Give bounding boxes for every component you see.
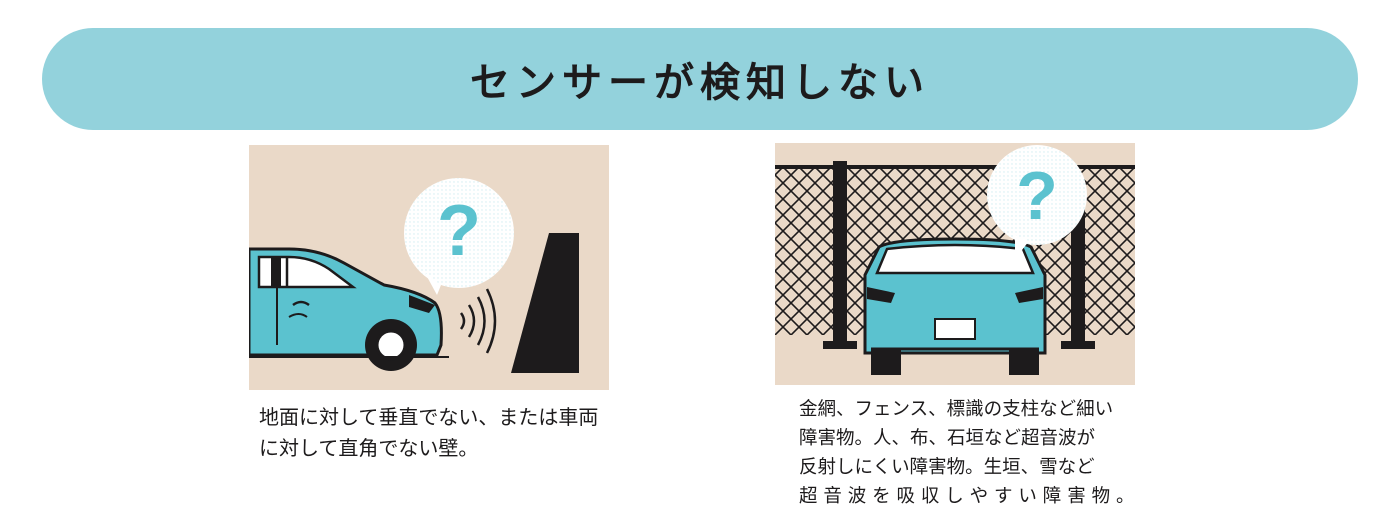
caption-line: 地面に対して垂直でない、または車両 [259,405,599,429]
caption-line: 超 音 波 を 吸 収 し や す い 障 害 物 。 [799,486,1135,507]
wire-fence-illustration: ? [775,143,1135,385]
question-mark-icon: ? [1016,158,1058,234]
car-side [249,247,449,371]
speech-bubble [404,178,514,295]
title-banner: センサーが検知しない [42,28,1358,130]
caption-right: 金網、フェンス、標識の支柱など細い 障害物。人、布、石垣など超音波が 反射しにく… [799,395,1134,511]
caption-line: に対して直角でない壁。 [259,436,479,460]
car-rear [863,237,1047,375]
caption-line: 金網、フェンス、標識の支柱など細い [799,399,1114,420]
sensor-waves [459,288,497,354]
question-mark-icon: ? [437,191,481,271]
slanted-wall [511,233,579,373]
slanted-wall-illustration: ? [249,145,609,390]
wire-fence-svg: ? [775,143,1135,385]
banner-title: センサーが検知しない [470,60,930,106]
caption-line: 障害物。人、布、石垣など超音波が [799,428,1096,449]
fence-post [833,161,847,349]
slanted-wall-svg: ? [249,145,609,390]
caption-left: 地面に対して垂直でない、または車両 に対して直角でない壁。 [259,402,598,464]
speech-bubble [987,145,1087,259]
caption-line: 反射しにくい障害物。生垣、雪など [799,457,1095,478]
fence-post [1071,203,1085,349]
